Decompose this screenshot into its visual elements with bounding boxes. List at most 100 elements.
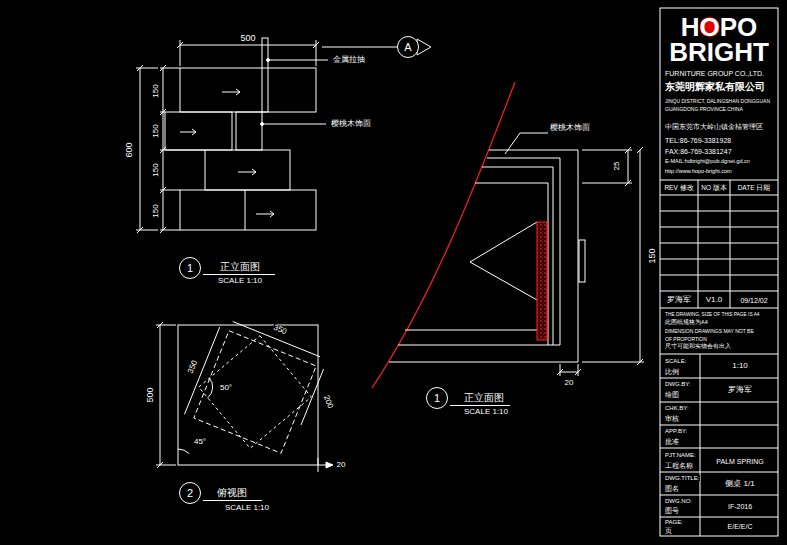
section-view-part-part [389,150,578,362]
front-elevation-part [268,60,328,61]
table-cell: 罗海军 [666,296,692,304]
dimension-text: 600 [125,141,134,158]
plan-view-part [301,369,324,425]
section-view-part-part [475,167,553,345]
dimension-text: 20 [336,461,347,469]
section-view-part-part [557,364,581,376]
section-view-part-part [405,222,537,330]
front-elevation [136,38,431,275]
scale-text: SCALE 1:10 [224,504,270,512]
section-view-part-part [579,240,585,282]
company-text: FAX:86-769-3381247 [664,148,733,155]
table-cell: 罗海军 [727,386,753,394]
front-elevation-part [180,68,316,112]
front-elevation-part [236,112,262,150]
front-elevation-part [261,123,264,126]
title-block-part [660,180,778,308]
view-title: 正立面图 [219,262,261,272]
scale-text: SCALE 1:10 [463,408,509,416]
dimension-text: 150 [152,162,160,177]
company-text: http://www.hopo-bright.com [664,169,733,175]
front-elevation-part [165,112,232,150]
dimension-text: 20 [564,379,575,387]
table-cell: V1.0 [705,296,723,304]
part-label: 金属拉抽 [332,56,366,64]
table-cell: PALM SPRING [715,458,764,465]
dimension-text: 150 [152,123,160,138]
note-text: DIMENSION DRAWINGS MAY NOT BE [664,329,755,334]
front-elevation-part [245,190,246,230]
title-block-part [660,354,778,517]
dimension-text: 200 [321,393,334,410]
table-cell: PJT.NAME: [664,452,697,458]
section-view-part-part [398,158,560,345]
note-text: 尺寸可能和实物会有出入 [664,344,732,350]
table-cell: REV 修改 [663,185,694,192]
table-cell: NO 版本 [700,185,728,192]
note-text: 此图纸规格为A4 [664,320,709,326]
title-block-part [698,180,730,308]
view-title: 俯视图 [216,488,248,498]
plan-view-part [156,322,176,468]
table-cell: 审核 [664,415,680,422]
dimension-text: 25 [613,161,621,172]
plan-view-part [203,500,262,501]
table-cell: 比例 [664,368,680,375]
callout-circle: A [397,36,419,58]
front-elevation-part [267,59,270,62]
plan-view-part [185,327,220,414]
angle-text: 45° [193,438,207,446]
dimension-text: 350 [186,358,199,375]
plan-view-part [326,462,333,468]
part-label: 樱桃木饰面 [330,120,372,128]
dimension-text: 500 [146,386,155,403]
section-view-part-part [582,147,632,186]
company-text: GUANGDONG PROVINCE.CHINA [664,107,744,112]
front-elevation-part [160,65,166,233]
view-title: 正立面图 [463,393,505,403]
plan-view-part [318,458,326,472]
dimension-text: 500 [239,34,256,43]
angle-text: 50° [219,384,233,392]
plan-view-part [194,331,316,453]
dimension-text: 150 [152,83,160,98]
table-cell: IF-2016 [727,503,753,510]
table-cell: 批准 [664,438,680,445]
plan-view [156,322,333,501]
table-cell: 09/12/02 [739,297,768,304]
dimension-text: 150 [152,203,160,218]
section-view-part-part [450,405,510,406]
table-cell: DWG.NO: [664,498,693,504]
callout-circle: 2 [179,482,201,504]
section-view-part [537,222,547,340]
dimension-text: 350 [271,323,288,336]
front-elevation-part [180,129,196,135]
callout-number: 1 [187,263,193,274]
section-view [372,82,644,406]
front-elevation-part [160,68,205,230]
front-elevation-part [262,124,326,125]
front-elevation-part [417,39,431,55]
company-text: TEL:86-769-3381928 [664,137,732,144]
dimension-text: 150 [648,247,657,264]
front-elevation-part [256,211,274,217]
section-view-part-part [582,147,644,365]
scale-text: SCALE 1:10 [217,277,263,285]
note-text: OF PROPORTION [664,337,708,342]
plan-view-part [178,325,318,465]
part-label: 樱桃木饰面 [549,124,591,132]
section-view-part [389,133,644,406]
table-cell: APP.BY: [664,428,688,434]
table-cell: DWG.TITLE: [664,475,700,481]
company-text: 中国东莞市大岭山镇金桔管理区 [664,123,764,130]
table-cell: CHK.BY: [664,405,690,411]
company-text: E-MAIL:hdbright@pub.dgnet.gd.cn [664,159,751,165]
section-view-part [372,82,515,388]
table-cell: DWG.BY: [664,381,692,387]
callout-circle: 1 [426,387,448,409]
table-cell: 图名 [664,485,680,492]
title-block-part [700,354,701,536]
title-block-part [660,8,778,536]
front-elevation-part [203,274,275,275]
